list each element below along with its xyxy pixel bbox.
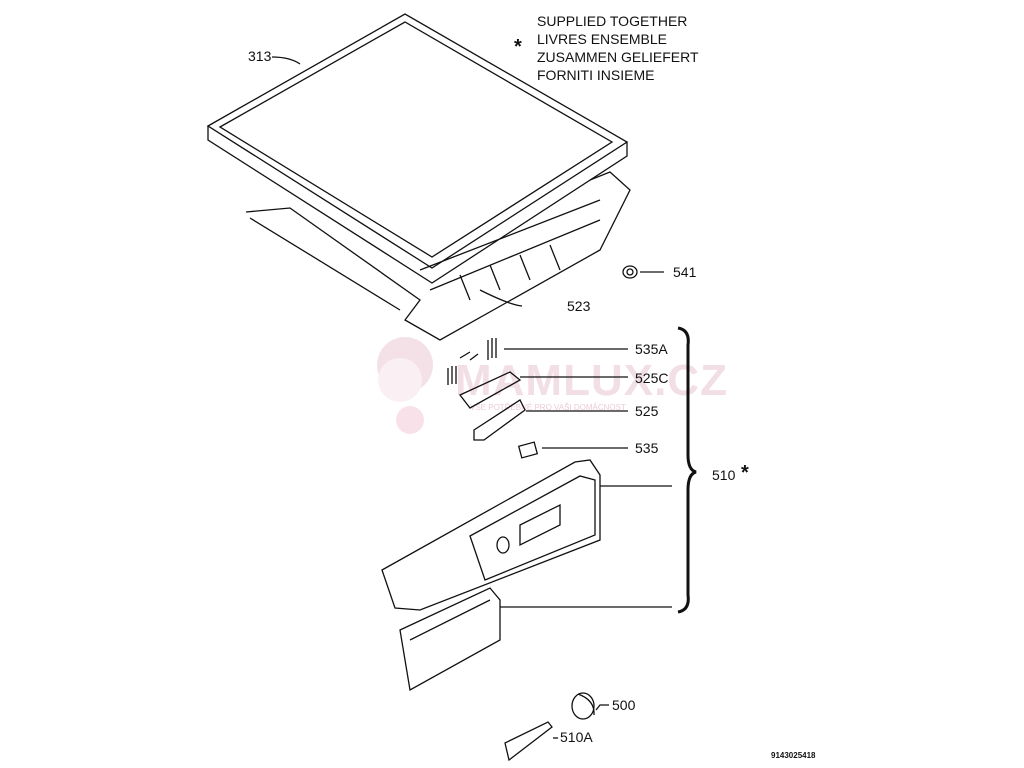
part-525C-holder (458, 371, 522, 409)
label-500: 500 (612, 697, 636, 713)
part-510-control-panel (381, 459, 601, 692)
label-535A: 535A (635, 341, 668, 357)
part-510A-plate (504, 721, 553, 762)
label-313: 313 (248, 48, 272, 64)
part-525-buttons (473, 399, 526, 441)
watermark-slogan: VŠE POTŘEBNÉ PRO VAŠI DOMÁCNOST (470, 403, 626, 412)
label-541: 541 (673, 264, 697, 280)
label-525C: 525C (635, 370, 669, 386)
note-line: FORNITI INSIEME (537, 67, 655, 83)
part-313-lid (206, 13, 629, 284)
label-510: 510 (712, 467, 736, 483)
part-535-knob-insert (517, 441, 539, 459)
watermark-mascot (377, 337, 433, 434)
label-510A: 510A (560, 729, 593, 745)
part-523-frame (245, 171, 631, 341)
note-line: ZUSAMMEN GELIEFERT (537, 49, 699, 65)
label-523: 523 (567, 298, 591, 314)
watermark-brand: MAMLUX.CZ (455, 356, 728, 405)
note-asterisk: * (514, 36, 522, 58)
part-500-knob (571, 692, 595, 720)
label-535: 535 (635, 440, 659, 456)
part-541-grommet (622, 265, 638, 279)
drawing-code: 9143025418 (771, 751, 816, 760)
note-line: SUPPLIED TOGETHER (537, 13, 688, 29)
label-510-asterisk: * (741, 462, 749, 484)
label-525: 525 (635, 403, 659, 419)
bracket-510 (677, 326, 697, 614)
note-line: LIVRES ENSEMBLE (537, 31, 667, 47)
supplied-together-note: SUPPLIED TOGETHER LIVRES ENSEMBLE ZUSAMM… (537, 12, 699, 84)
part-535A-contacts (447, 338, 497, 385)
